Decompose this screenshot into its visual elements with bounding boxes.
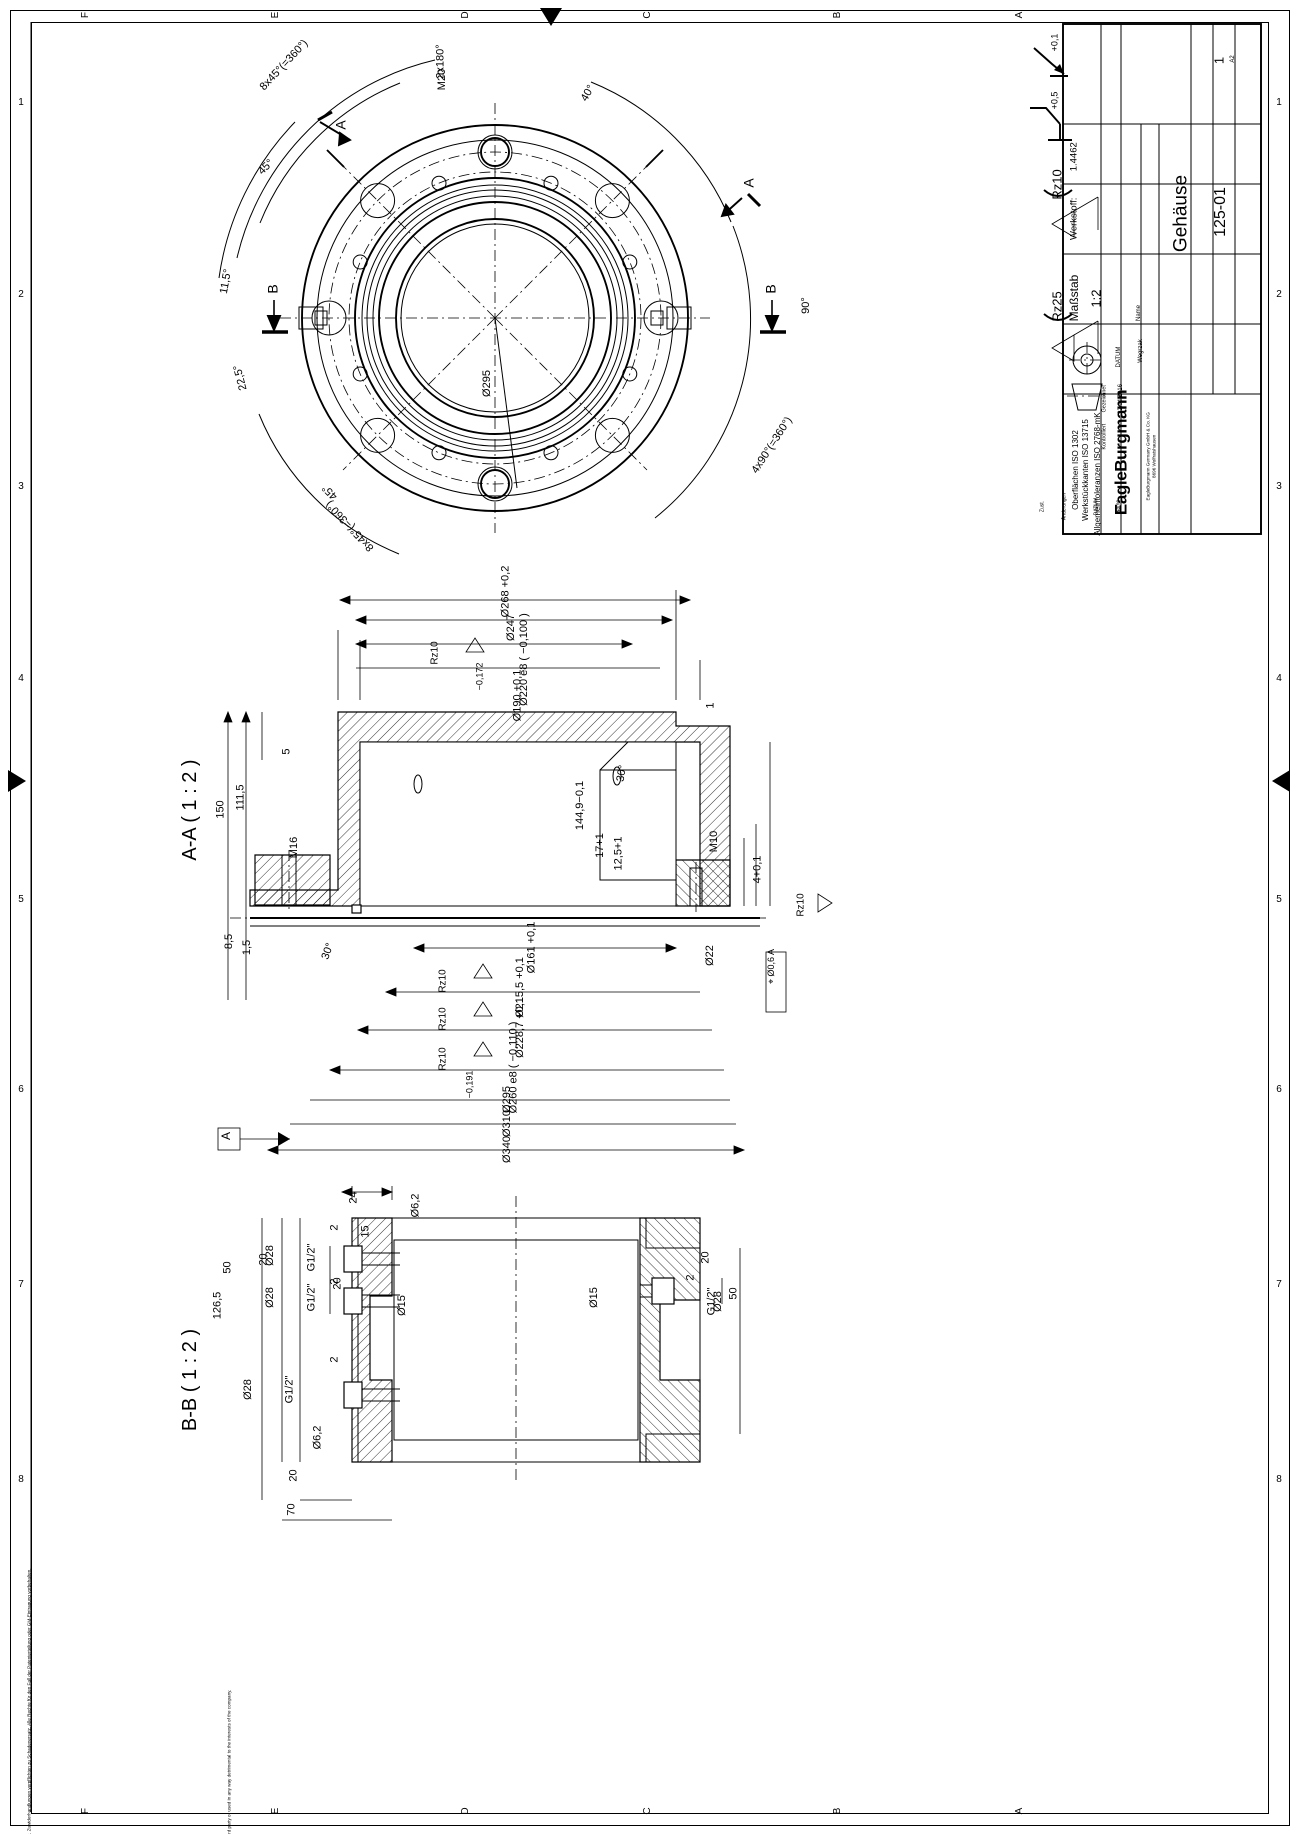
zone-number-left-6: 6	[18, 1084, 24, 1095]
bb-dim-d28-c: Ø28	[241, 1379, 254, 1400]
zone-number-right-1: 1	[1276, 97, 1282, 108]
bb-dim-d6-2-b: Ø6,2	[311, 1425, 324, 1450]
zone-number-left-7: 7	[18, 1279, 24, 1290]
title-block: EagleBurgmann EagleBurgmann Germany GmbH…	[1040, 23, 1263, 536]
sheet-border-outer	[10, 10, 1290, 1826]
bb-dim-50-b: 50	[727, 1287, 740, 1300]
legal-line-en-2: Drawing is not to be used for manufactur…	[288, 1454, 293, 1834]
bb-dim-20-a: 20	[257, 1253, 270, 1266]
bb-dim-g12-d: G1/2"	[705, 1287, 718, 1316]
bb-dim-15: 15	[359, 1225, 372, 1238]
bb-dim-2-d: 2	[684, 1274, 697, 1281]
surface-symbol-rz10: Rz10	[1049, 169, 1065, 200]
row-name-1: Wegrzak	[1138, 339, 1144, 363]
rev-col-datum: DATUM	[1093, 497, 1100, 516]
bb-dim-50-a: 50	[221, 1261, 234, 1274]
zone-number-left-5: 5	[18, 894, 24, 905]
legal-line-de-2: Schutzvermerk ISO 16016 beachten.	[88, 1452, 93, 1834]
zone-number-left-1: 1	[18, 97, 24, 108]
zone-number-left-3: 3	[18, 481, 24, 492]
sheet-format: A2	[1230, 55, 1236, 63]
zone-number-right-7: 7	[1276, 1279, 1282, 1290]
legal-line-en-1: This drawing is the property of EagleBur…	[227, 1444, 233, 1834]
zone-number-right-2: 2	[1276, 289, 1282, 300]
part-title: Gehäuse	[1170, 174, 1192, 253]
bb-dim-20-d: 20	[699, 1251, 712, 1264]
bb-dim-d6-2-a: Ø6,2	[409, 1193, 422, 1218]
zone-number-right-8: 8	[1276, 1474, 1282, 1485]
bb-dim-g12-b: G1/2"	[305, 1283, 318, 1312]
bb-dim-2-c: 2	[328, 1356, 341, 1363]
bb-dim-g12-c: G1/2"	[283, 1375, 296, 1404]
bb-dim-20-b: 20	[331, 1277, 344, 1290]
zone-number-right-3: 3	[1276, 481, 1282, 492]
rev-col-name: Name	[1115, 499, 1122, 514]
zone-number-left-4: 4	[18, 673, 24, 684]
bb-dim-d15-a: Ø15	[395, 1295, 408, 1316]
company-address-2: 8696 Wolfratshausen	[1151, 434, 1157, 478]
drawing-number: 125-01	[1212, 187, 1229, 237]
sheet-number: 1	[1211, 56, 1227, 65]
bb-dim-24: 24	[347, 1191, 360, 1204]
surface-symbol-rz25: Rz25	[1049, 291, 1065, 322]
rev-col-aenderungen: Änderungen	[1061, 492, 1068, 521]
zone-number-right-6: 6	[1276, 1084, 1282, 1095]
bb-dim-g12-a: G1/2"	[305, 1243, 318, 1272]
edge-symbol-05: +0,5	[1049, 91, 1060, 110]
edge-symbol-01: +0,1	[1049, 33, 1060, 52]
zone-number-right-4: 4	[1276, 673, 1282, 684]
rev-col-zust: Zust.	[1039, 500, 1046, 513]
zone-number-right-5: 5	[1276, 894, 1282, 905]
company-address-1: EagleBurgmann Germany GmbH & Co. KG	[1145, 412, 1151, 501]
bb-dim-126-5: 126,5	[211, 1291, 224, 1320]
bb-dim-2-a: 2	[328, 1224, 341, 1231]
legal-line-de-1: IAO-Zeichnung – Keine Rechte Abnahmen si…	[27, 1442, 33, 1834]
bb-dim-d15-b: Ø15	[587, 1287, 600, 1308]
zone-number-left-2: 2	[18, 289, 24, 300]
bb-dim-d28-b: Ø28	[263, 1287, 276, 1308]
zone-number-left-8: 8	[18, 1474, 24, 1485]
